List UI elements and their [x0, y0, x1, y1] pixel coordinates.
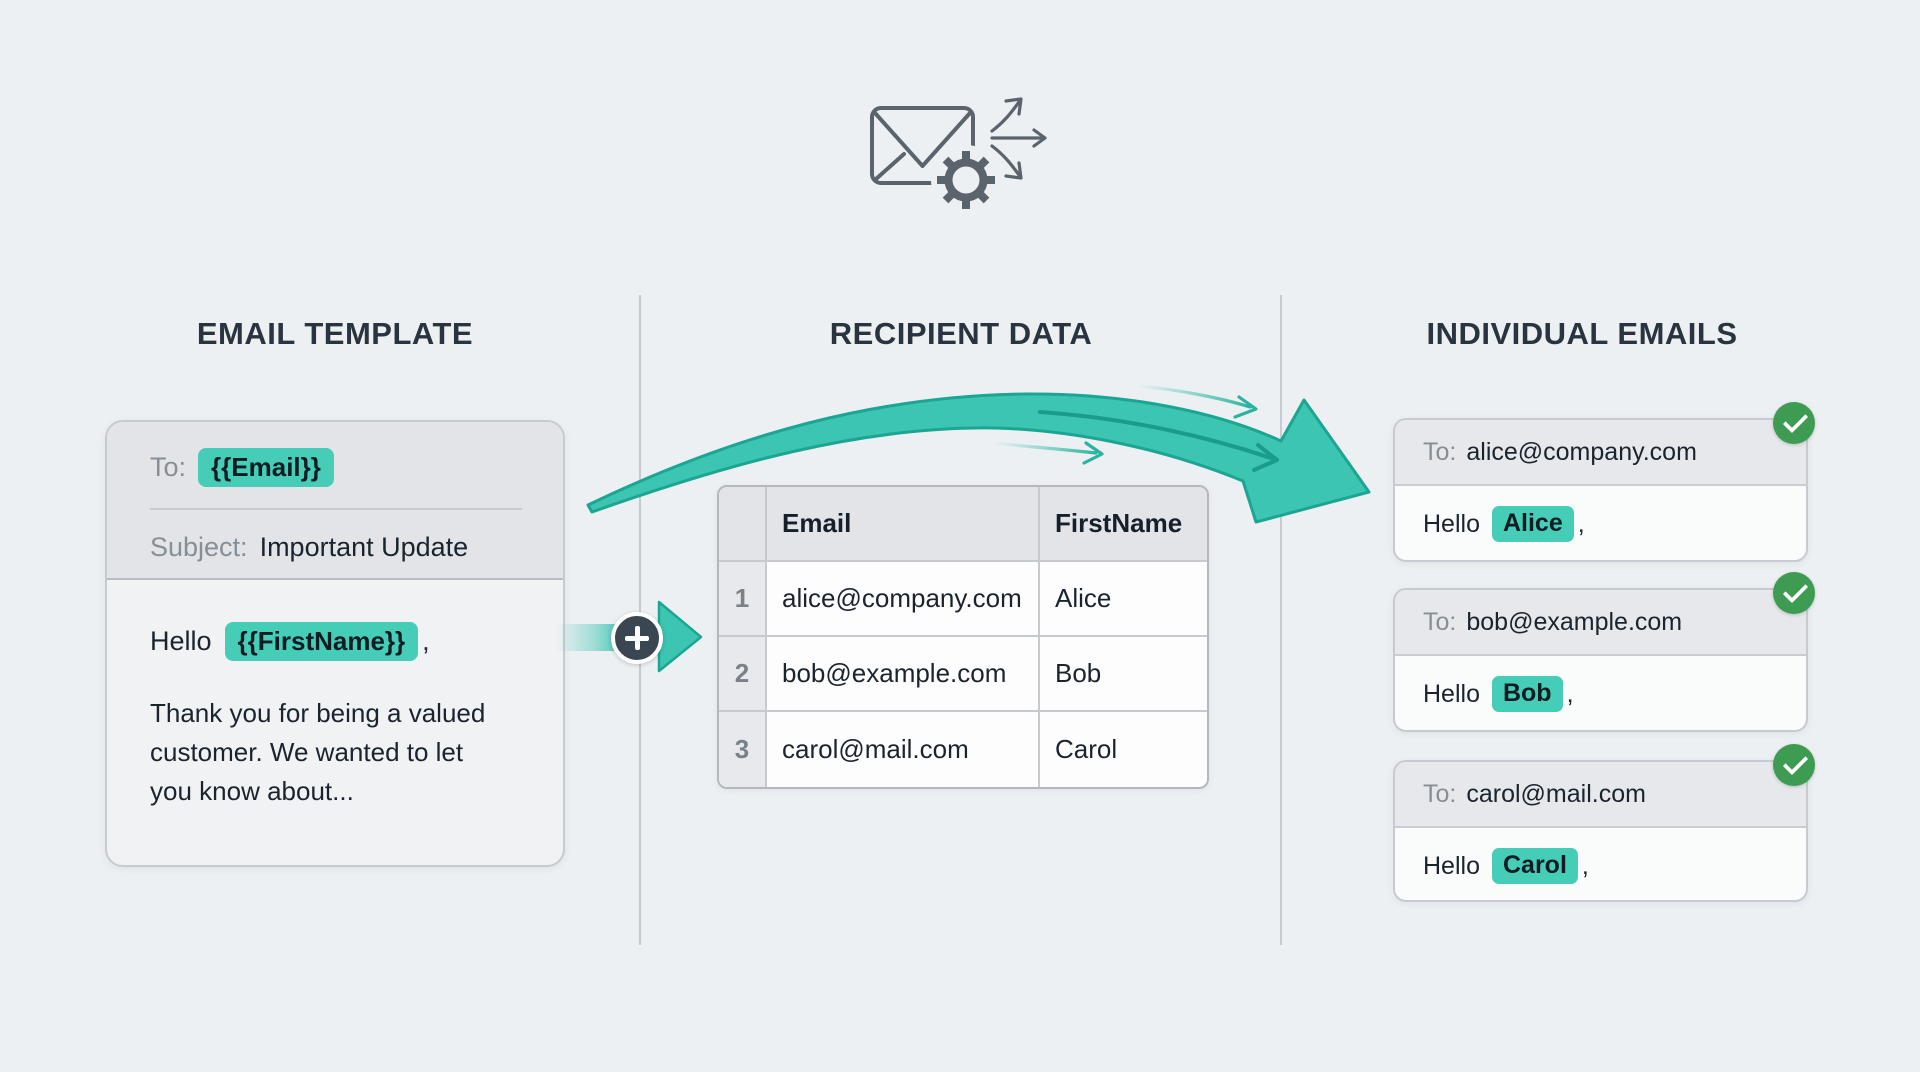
- template-body-paragraph: Thank you for being a valued customer. W…: [150, 694, 485, 811]
- check-icon: [1773, 572, 1815, 614]
- individual-email-card: To: alice@company.com Hello Alice ,: [1393, 418, 1808, 562]
- paragraph-line: you know about...: [150, 776, 354, 806]
- table-cell-firstname: Carol: [1040, 712, 1207, 787]
- template-subject-row: Subject: Important Update: [150, 532, 468, 563]
- greeting-word: Hello: [150, 625, 212, 656]
- email-to-address: carol@mail.com: [1466, 779, 1646, 808]
- table-header-email: Email: [767, 487, 1040, 562]
- greeting-word: Hello: [1423, 851, 1480, 880]
- merged-name-chip: Carol: [1491, 848, 1578, 884]
- column-heading-template: EMAIL TEMPLATE: [196, 316, 474, 351]
- template-card-body: Hello {{FirstName}} , Thank you for bein…: [107, 580, 563, 865]
- table-cell-email: carol@mail.com: [767, 712, 1040, 787]
- email-card-header: To: carol@mail.com: [1395, 762, 1806, 828]
- envelope-flap: [873, 111, 972, 168]
- table-cell-email: bob@example.com: [767, 637, 1040, 712]
- paragraph-line: customer. We wanted to let: [150, 737, 464, 767]
- column-heading-recipient-data: RECIPIENT DATA: [829, 316, 1093, 351]
- template-to-row: To: {{Email}}: [150, 448, 334, 487]
- column-heading-individual-emails: INDIVIDUAL EMAILS: [1426, 316, 1738, 351]
- email-to-address: alice@company.com: [1466, 437, 1697, 466]
- checkmark: [1782, 407, 1809, 434]
- greeting-comma: ,: [422, 625, 430, 656]
- to-label: To:: [1423, 607, 1457, 636]
- merged-name-chip: Bob: [1491, 676, 1563, 712]
- email-card-header: To: alice@company.com: [1395, 420, 1806, 486]
- checkmark: [1782, 577, 1809, 604]
- table-cell-firstname: Alice: [1040, 562, 1207, 637]
- fan-arrow-down-head: [1004, 161, 1023, 180]
- speed-arrow-upper: [1134, 384, 1258, 419]
- swoosh-inner-arrow: [1038, 410, 1279, 472]
- table-cell-firstname: Bob: [1040, 637, 1207, 712]
- recipient-data-table: Email FirstName 1 alice@company.com Alic…: [717, 485, 1209, 789]
- subject-label: Subject:: [150, 532, 248, 562]
- paragraph-line: Thank you for being a valued: [150, 698, 486, 728]
- email-variable-chip: {{Email}}: [198, 448, 334, 487]
- fan-arrow-down: [990, 144, 1021, 177]
- template-row-divider: [150, 508, 522, 510]
- row-number: 3: [719, 712, 767, 787]
- merged-name-chip: Alice: [1491, 506, 1574, 542]
- individual-email-card: To: carol@mail.com Hello Carol ,: [1393, 760, 1808, 902]
- email-card-body: Hello Alice ,: [1395, 486, 1806, 560]
- fan-arrow-up-head: [1004, 97, 1023, 116]
- greeting-word: Hello: [1423, 509, 1480, 538]
- email-template-card: To: {{Email}} Subject: Important Update …: [105, 420, 565, 867]
- envelope-fold-left: [874, 152, 906, 181]
- plus-icon: [611, 612, 663, 664]
- greeting-comma: ,: [1566, 679, 1574, 708]
- to-label: To:: [150, 451, 187, 482]
- email-card-body: Hello Bob ,: [1395, 656, 1806, 730]
- row-number: 1: [719, 562, 767, 637]
- fan-arrow-up: [990, 100, 1021, 133]
- subject-value: Important Update: [259, 532, 469, 562]
- check-icon: [1773, 744, 1815, 786]
- speed-arrow-lower: [992, 441, 1104, 465]
- table-header-firstname: FirstName: [1040, 487, 1207, 562]
- email-card-body: Hello Carol ,: [1395, 828, 1806, 900]
- greeting-word: Hello: [1423, 679, 1480, 708]
- email-card-header: To: bob@example.com: [1395, 590, 1806, 656]
- template-card-header: To: {{Email}} Subject: Important Update: [107, 422, 563, 580]
- greeting-comma: ,: [1577, 509, 1585, 538]
- fan-arrow-straight-head: [1032, 128, 1047, 148]
- envelope-gear-fanout-icon: [870, 97, 1047, 215]
- to-label: To:: [1423, 437, 1457, 466]
- individual-email-card: To: bob@example.com Hello Bob ,: [1393, 588, 1808, 732]
- column-divider-right: [1280, 295, 1282, 945]
- table-cell-email: alice@company.com: [767, 562, 1040, 637]
- fanout-arrows: [990, 97, 1047, 180]
- check-icon: [1773, 402, 1815, 444]
- plus-vertical-bar: [634, 626, 640, 650]
- gear-mask: [931, 145, 1001, 215]
- firstname-variable-chip: {{FirstName}}: [224, 622, 419, 661]
- email-to-address: bob@example.com: [1466, 607, 1683, 636]
- row-number: 2: [719, 637, 767, 712]
- to-label: To:: [1423, 779, 1457, 808]
- merge-arrowhead: [657, 600, 703, 673]
- gear-icon: [937, 151, 995, 209]
- envelope-icon: [870, 106, 975, 185]
- table-corner-cell: [719, 487, 767, 562]
- checkmark: [1782, 749, 1809, 776]
- template-greeting: Hello {{FirstName}} ,: [150, 622, 430, 661]
- greeting-comma: ,: [1581, 851, 1589, 880]
